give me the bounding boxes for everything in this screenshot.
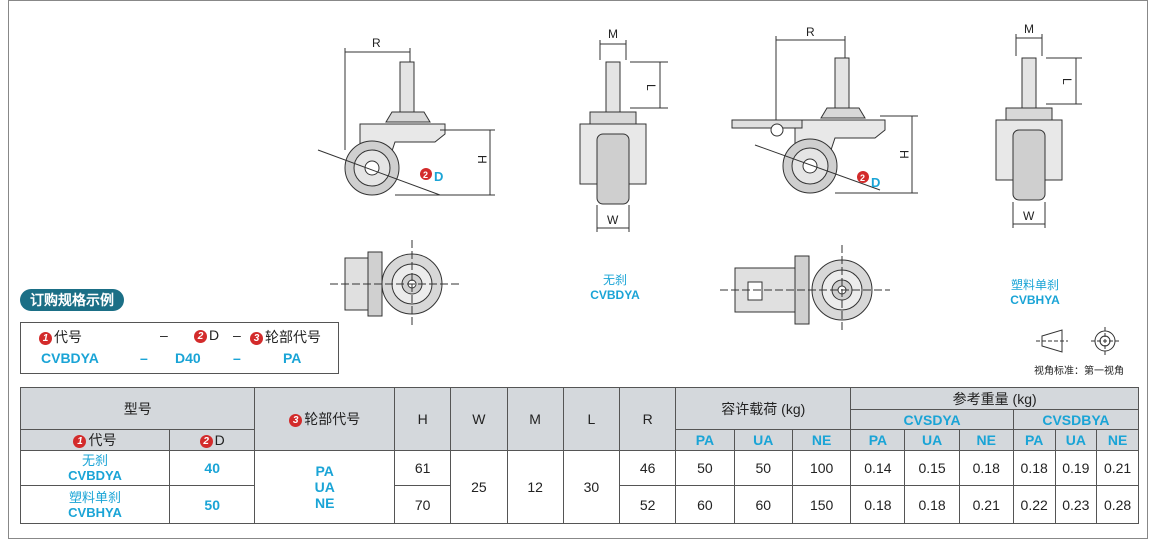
callout-1-icon: 1 [39, 332, 52, 345]
dim-W-label: W [1023, 209, 1035, 223]
callout-3-icon: 3 [289, 414, 303, 427]
callout-2-icon [420, 168, 432, 180]
header-cvsdbya: CVSDBYA [1012, 409, 1140, 430]
header-model: 型号 [19, 387, 256, 430]
dim-D-label: D [434, 169, 443, 184]
view-angle-label: 视角标准：第一视角 [1034, 366, 1124, 377]
callout-1-icon: 1 [73, 435, 87, 448]
header-H: H [394, 387, 452, 451]
header-M: M [506, 387, 564, 451]
dim-L-label: L [644, 84, 658, 91]
callout-2-icon: 2 [199, 435, 213, 448]
dim-M-label: M [1024, 22, 1034, 36]
caster-side-view-brake: R H 2 D [731, 25, 918, 194]
caster-front-view-nobrake: M L W [579, 27, 668, 232]
dim-H-label: H [475, 155, 489, 164]
caption-brake: 塑料单刹 CVBHYA [1010, 278, 1060, 307]
dim-L-label: L [1060, 78, 1074, 85]
technical-drawings: R H 2 D M L W [317, 22, 1082, 330]
order-example-title: 订购规格示例 [20, 289, 124, 311]
dim-R-label: R [372, 36, 381, 50]
header-weight: 参考重量 (kg) [850, 387, 1139, 410]
svg-text:2: 2 [423, 170, 428, 180]
dim-W-label: W [607, 213, 619, 227]
caster-top-view-nobrake [330, 240, 460, 325]
header-W: W [450, 387, 508, 451]
caster-top-view-brake [720, 245, 890, 330]
dim-M-label: M [608, 27, 618, 41]
callout-2-icon [857, 171, 869, 183]
table-header-row-2: CVSDYA CVSDBYA [21, 409, 1140, 430]
wheel-codes-cell: PA UA NE [254, 450, 396, 524]
callout-2-icon: 2 [194, 330, 207, 343]
dim-H-label: H [897, 150, 911, 159]
header-L: L [562, 387, 621, 451]
first-angle-projection-icon [1036, 327, 1119, 355]
caster-side-view-nobrake: R H 2 D [317, 36, 495, 196]
page-frame [8, 0, 1148, 539]
dim-R-label: R [806, 25, 815, 39]
callout-3-icon: 3 [250, 332, 263, 345]
view-angle: 视角标准：第一视角 [1028, 322, 1138, 377]
order-example-values: CVBDYA – D40 – PA [41, 350, 302, 366]
caption-nobrake: 无刹 CVBDYA [590, 273, 640, 302]
svg-text:2: 2 [860, 173, 865, 183]
header-cvsdya: CVSDYA [850, 409, 1014, 430]
header-R: R [619, 387, 677, 451]
dim-D-label: D [871, 175, 880, 190]
header-load: 容许载荷 (kg) [675, 387, 852, 430]
caster-front-view-brake: M L W [995, 22, 1082, 228]
